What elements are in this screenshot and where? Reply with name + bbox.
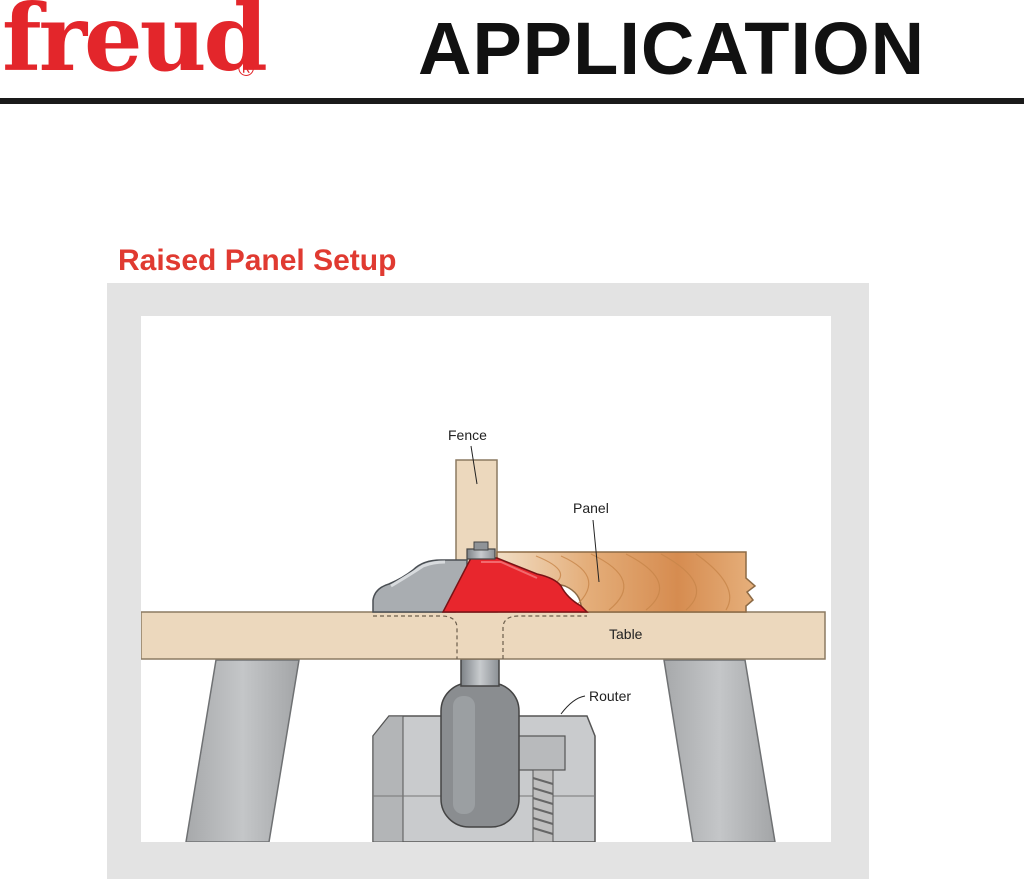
table-leg-left <box>185 659 300 842</box>
raised-panel-diagram: Fence Panel Table Router <box>141 427 826 842</box>
fence-leader-line <box>470 445 478 485</box>
panel-label: Panel <box>573 500 609 516</box>
table-label: Table <box>609 626 643 642</box>
freud-logo: freud <box>2 0 268 84</box>
router-bit-profile <box>372 559 468 613</box>
table-opening-dashed <box>373 615 587 659</box>
panel-leader-line <box>592 519 600 583</box>
diagram-canvas: Fence Panel Table Router <box>141 316 831 842</box>
router-body <box>372 682 596 842</box>
router-collet <box>460 658 500 687</box>
fence-label: Fence <box>448 427 487 443</box>
panel-workpiece <box>496 551 757 613</box>
header-divider <box>0 98 1024 104</box>
router-label: Router <box>589 688 631 704</box>
section-title: Raised Panel Setup <box>118 244 397 277</box>
logo-text: freud <box>2 0 268 92</box>
router-table <box>141 611 826 660</box>
page-title: APPLICATION <box>418 7 926 90</box>
registered-mark: ® <box>238 56 255 81</box>
table-leg-right <box>663 659 776 842</box>
router-bit-cutter <box>441 557 589 613</box>
router-leader-line <box>560 695 586 715</box>
